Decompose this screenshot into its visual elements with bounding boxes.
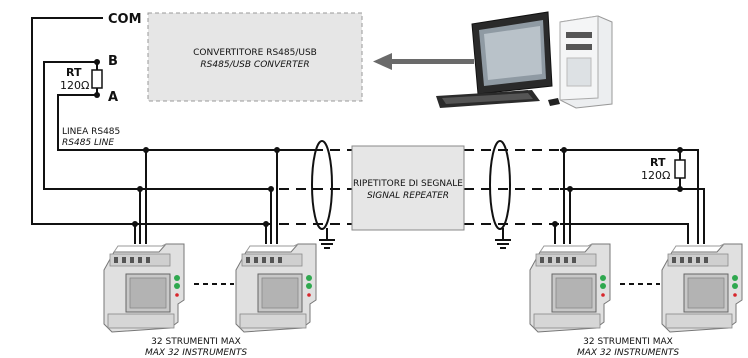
rt-left-name: RT — [66, 66, 82, 79]
rt-left-value: 120Ω — [60, 79, 89, 92]
group-right-subtitle: MAX 32 INSTRUMENTS — [577, 348, 679, 358]
energy-meter-icon — [529, 243, 611, 333]
rt-resistor-left — [91, 69, 103, 89]
b-label: B — [108, 54, 118, 69]
group-left-subtitle: MAX 32 INSTRUMENTS — [145, 348, 247, 358]
junction-dots — [94, 59, 683, 227]
ground-icon — [319, 239, 511, 249]
converter-title: CONVERTITORE RS485/USB — [193, 48, 317, 58]
group-right-title: 32 STRUMENTI MAX — [583, 337, 673, 347]
repeater-box: RIPETITORE DI SEGNALE SIGNAL REPEATER — [351, 145, 465, 231]
rs485-line-subtitle: RS485 LINE — [62, 138, 114, 148]
data-arrow — [373, 53, 474, 70]
bus-dashed-left — [160, 149, 352, 225]
converter-box: CONVERTITORE RS485/USB RS485/USB CONVERT… — [147, 12, 363, 102]
group-left-title: 32 STRUMENTI MAX — [151, 337, 241, 347]
rt-resistor-right — [674, 159, 686, 179]
bus-dashed-right — [464, 149, 560, 225]
rt-right-value: 120Ω — [641, 169, 670, 182]
com-label: COM — [108, 12, 142, 27]
energy-meter-icon — [103, 243, 185, 333]
desktop-computer-icon — [436, 11, 613, 109]
a-label: A — [108, 90, 118, 105]
rs485-line-title: LINEA RS485 — [62, 127, 120, 137]
cable-shield-icon — [311, 140, 511, 240]
repeater-title: RIPETITORE DI SEGNALE — [353, 179, 463, 189]
rt-right-name: RT — [650, 156, 666, 169]
bus-wiring — [31, 17, 320, 244]
energy-meter-icon — [235, 243, 317, 333]
energy-meter-icon — [661, 243, 743, 333]
converter-subtitle: RS485/USB CONVERTER — [200, 60, 309, 70]
bus-wiring-right — [554, 149, 705, 244]
repeater-subtitle: SIGNAL REPEATER — [367, 191, 449, 201]
